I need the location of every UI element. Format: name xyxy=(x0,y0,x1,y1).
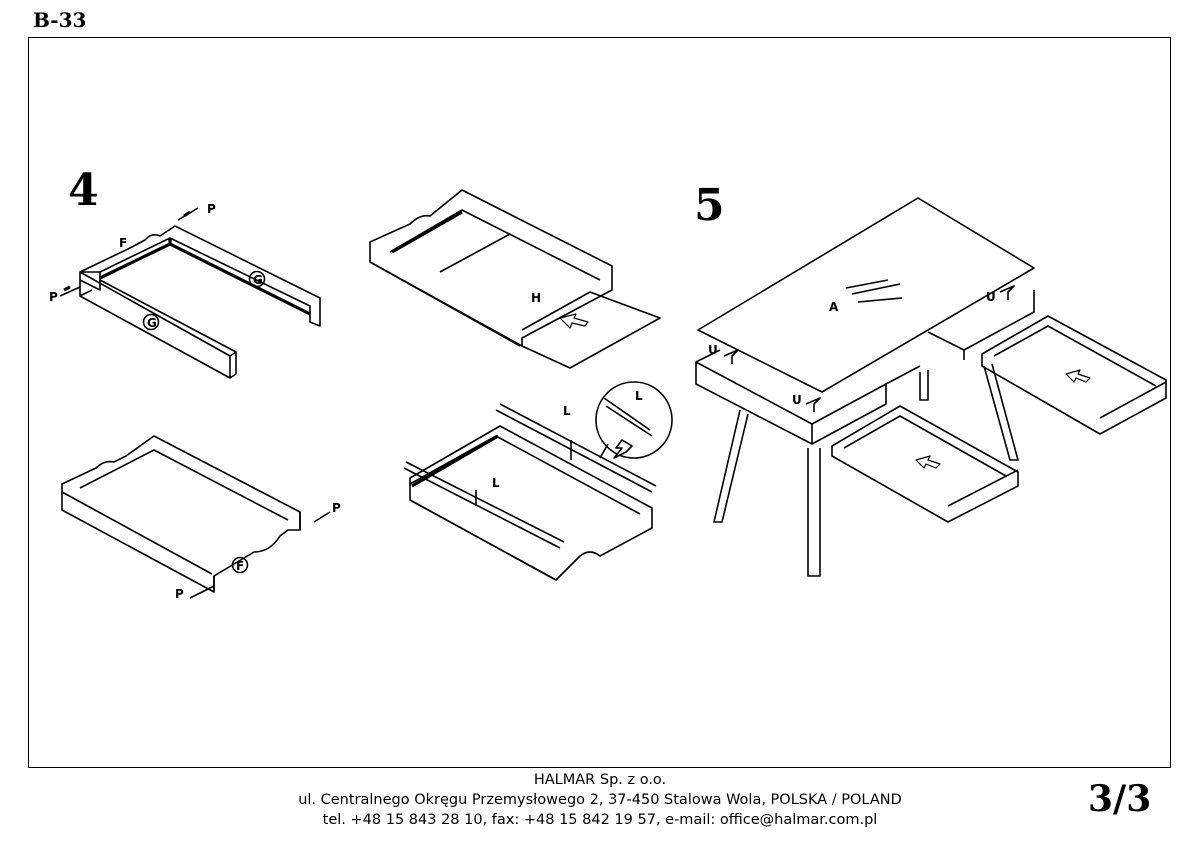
step-4-number: 4 xyxy=(68,165,99,216)
drawer-complete-left xyxy=(61,435,331,599)
label-l-3: L xyxy=(635,389,643,403)
label-a: A xyxy=(829,300,839,314)
label-l-1: L xyxy=(563,404,571,418)
label-u-1: U xyxy=(708,343,718,357)
footer-contact: tel. +48 15 843 28 10, fax: +48 15 842 1… xyxy=(322,812,878,828)
drawer-rails xyxy=(403,381,673,581)
footer-company: HALMAR Sp. z o.o. xyxy=(533,772,667,788)
label-p-3: P xyxy=(332,501,341,515)
label-p-1: P xyxy=(49,290,58,304)
label-f-1: F xyxy=(119,236,127,250)
label-g-1: G xyxy=(253,273,263,287)
drawer-frame-partial xyxy=(59,207,321,379)
drawer-panel-insertion xyxy=(369,189,661,369)
footer-address: ul. Centralnego Okręgu Przemysłowego 2, … xyxy=(298,792,902,808)
desk-assembly xyxy=(695,197,1167,577)
label-f-2: F xyxy=(236,559,244,573)
footer: HALMAR Sp. z o.o. ul. Centralnego Okręgu… xyxy=(0,770,1200,830)
step-5-number: 5 xyxy=(694,180,725,231)
label-l-2: L xyxy=(492,476,500,490)
page-number: 3/3 xyxy=(1088,778,1152,820)
label-h: H xyxy=(531,291,541,305)
model-code: B-33 xyxy=(33,8,87,32)
label-p-4: P xyxy=(175,587,184,601)
label-u-3: U xyxy=(986,290,996,304)
label-g-2: G xyxy=(147,316,157,330)
label-u-2: U xyxy=(792,393,802,407)
instruction-frame xyxy=(28,37,1171,768)
label-p-2: P xyxy=(207,202,216,216)
